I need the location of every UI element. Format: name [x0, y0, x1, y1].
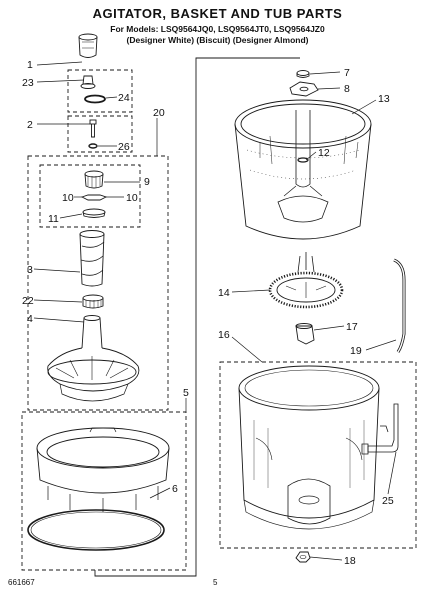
callout-14: 14 [218, 287, 230, 299]
callout-8: 8 [344, 83, 350, 95]
group-boxes [21, 69, 417, 571]
callout-10-right: 10 [126, 192, 138, 204]
agitator-base-part [47, 315, 140, 402]
box-23 [67, 69, 133, 113]
callout-18: 18 [344, 555, 356, 567]
hub-part [289, 81, 319, 97]
callout-7: 7 [344, 67, 350, 79]
box-20 [27, 155, 169, 411]
bolt-part [89, 119, 97, 138]
o-ring-part [84, 94, 106, 104]
box-16 [219, 361, 417, 549]
leader-lines [33, 61, 397, 561]
models-line: For Models: LSQ9564JQ0, LSQ9564JT0, LSQ9… [110, 24, 325, 34]
callout-2: 2 [27, 119, 33, 131]
callout-labels: 1 23 24 2 26 20 9 10 10 11 3 22 4 5 6 7 … [22, 59, 394, 567]
callout-11: 11 [48, 213, 59, 225]
callout-6: 6 [172, 483, 178, 495]
callout-9: 9 [144, 176, 150, 188]
callout-25: 25 [382, 495, 394, 507]
box-9 [39, 164, 141, 228]
callout-10-left: 10 [62, 192, 74, 204]
box-2 [67, 115, 133, 153]
balance-ring-part [36, 427, 170, 512]
drain-hose-highlight [393, 259, 405, 353]
callout-16: 16 [218, 329, 230, 341]
washer-part [88, 143, 98, 149]
connector-line [94, 57, 300, 577]
callout-3: 3 [27, 264, 33, 276]
tub-hose-part [361, 403, 399, 455]
outer-tub-part [238, 365, 380, 530]
callout-22: 22 [22, 295, 34, 307]
callout-23: 23 [22, 77, 34, 89]
tub-gasket-part [27, 509, 165, 551]
callout-5: 5 [183, 387, 189, 399]
hub-nut-part [296, 70, 310, 78]
gear-ring-part [268, 252, 344, 309]
callout-24: 24 [118, 92, 130, 104]
callout-13: 13 [378, 93, 390, 105]
callout-20: 20 [153, 107, 165, 119]
callout-12: 12 [318, 147, 330, 159]
agitator-barrel-part [79, 230, 105, 287]
drive-block-part [295, 323, 315, 345]
callout-1: 1 [27, 59, 33, 71]
cam-ring-part [82, 294, 104, 309]
seal-part [80, 75, 96, 89]
agitator-cap-part [78, 33, 98, 58]
box-5 [21, 411, 187, 571]
tub-nut-part [295, 551, 311, 563]
callout-26: 26 [118, 141, 130, 153]
page-title: AGITATOR, BASKET AND TUB PARTS [92, 6, 343, 21]
page-number: 5 [213, 578, 218, 587]
callout-17: 17 [346, 321, 358, 333]
agitator-dogs-part [80, 170, 108, 218]
part-code: 661667 [8, 578, 35, 587]
callout-19: 19 [350, 345, 362, 357]
callout-4: 4 [27, 313, 33, 325]
spin-basket-part [234, 99, 372, 240]
variants-line: (Designer White) (Biscuit) (Designer Alm… [126, 35, 309, 45]
